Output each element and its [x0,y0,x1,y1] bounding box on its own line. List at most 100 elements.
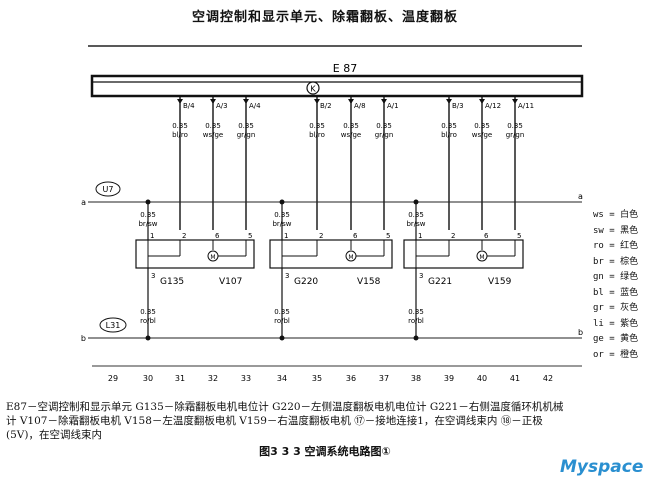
connector-pin: A/1 [387,102,399,110]
bus-bottom-end-left: b [81,334,86,343]
legend-item: ro = 红色 [593,241,639,251]
feed-color: br/sw [272,220,291,228]
scale-number: 38 [411,374,421,383]
pin-number: 6 [215,232,220,240]
pot-label: G220 [294,277,318,287]
legend-item: ws = 白色 [593,210,639,220]
ground-gauge: 0.35 [140,308,156,316]
connector-pin: A/4 [249,102,261,110]
wire-gauge: 0.35 [441,122,457,130]
wire-gauge: 0.35 [507,122,523,130]
connector-arrow-icon [381,99,387,104]
control-unit-label: E 87 [333,62,357,75]
pin-number: 5 [517,232,521,240]
connector-arrow-icon [314,99,320,104]
feed-gauge: 0.35 [274,211,290,219]
figure-title: 图3 3 3 空调系统电路图① [259,445,391,458]
pin-number: 6 [484,232,489,240]
connector-pin: A/11 [518,102,534,110]
pin-number: 1 [150,232,154,240]
legend-item: or = 橙色 [593,349,639,360]
pin-number: 2 [182,232,186,240]
legend-item: sw = 黑色 [593,225,639,236]
motor-label: V159 [488,277,512,287]
feed-color: br/sw [138,220,157,228]
bus-top-label: U7 [103,185,114,194]
pin-number: 3 [151,272,155,280]
scale-number: 40 [477,374,487,383]
component-box [403,239,524,269]
scale-number: 34 [277,374,287,383]
bus-top-tag [95,181,121,197]
connector-pin: A/8 [354,102,366,110]
wire-gauge: 0.35 [205,122,221,130]
pin-number: 2 [451,232,455,240]
ground-symbol-icon [306,81,320,95]
bus-bottom-end-right: b [578,328,583,337]
motor-symbol: M [210,254,215,261]
feed-color: br/sw [406,220,425,228]
junction-dot [145,199,151,205]
pin-number: 5 [248,232,252,240]
pin-number: 2 [319,232,323,240]
pin-number: 3 [285,272,289,280]
component-box [135,239,255,269]
ground-gauge: 0.35 [408,308,424,316]
wire-gauge: 0.35 [474,122,490,130]
watermark-logo: Myspace [560,457,644,477]
scale-number: 37 [379,374,389,383]
ground-color: ro/bl [140,317,156,325]
control-unit-box [90,74,584,98]
connector-arrow-icon [177,99,183,104]
caption: E87－空调控制和显示单元 G135－除霜翻板电机电位计 G220－左侧温度翻板… [6,400,646,442]
ground-symbol-label: K [310,85,316,94]
wire-color: ws/ge [472,131,492,139]
motor-symbol: M [479,254,484,261]
pot-label: G135 [160,277,184,287]
legend-item: bl = 蓝色 [593,287,639,298]
wire-gauge: 0.35 [376,122,392,130]
wire-gauge: 0.35 [309,122,325,130]
connector-pin: B/4 [183,102,195,110]
scale-number: 31 [175,374,185,383]
bus-top-end-right: a [578,192,583,201]
junction-dot [145,335,151,341]
scale-number: 30 [143,374,153,383]
scale-number: 33 [241,374,251,383]
wire-color: bl/ro [172,131,188,139]
connector-pin: B/3 [452,102,464,110]
wire-color: ws/ge [203,131,223,139]
pin-number: 1 [284,232,288,240]
junction-dot [279,335,285,341]
motor-label: V158 [357,277,381,287]
ground-color: ro/bl [408,317,424,325]
diagram-title: 空调控制和显示单元、除霜翻板、温度翻板 [191,10,458,25]
scale-number: 32 [208,374,218,383]
connector-arrow-icon [479,99,485,104]
scale-number: 29 [108,374,118,383]
motor-symbol: M [348,254,353,261]
feed-gauge: 0.35 [140,211,156,219]
pin-number: 1 [418,232,422,240]
wire-color: gr/gn [506,131,525,139]
motor-label: V107 [219,277,242,287]
connector-arrow-icon [446,99,452,104]
connector-pin: A/12 [485,102,501,110]
connector-arrow-icon [243,99,249,104]
legend-item: li = 紫色 [593,318,639,329]
legend-item: ge = 黄色 [593,334,639,344]
pin-number: 6 [353,232,358,240]
ground-gauge: 0.35 [274,308,290,316]
scale-number: 35 [312,374,322,383]
connector-arrow-icon [512,99,518,104]
junction-dot [413,335,419,341]
legend-item: br = 棕色 [593,256,639,267]
scale-number: 36 [346,374,356,383]
wire-color: gr/gn [375,131,394,139]
ground-color: ro/bl [274,317,290,325]
color-legend: ws = 白色 sw = 黑色 ro = 红色 br = 棕色 gn = 绿色 … [593,208,638,363]
scale-number: 39 [444,374,454,383]
